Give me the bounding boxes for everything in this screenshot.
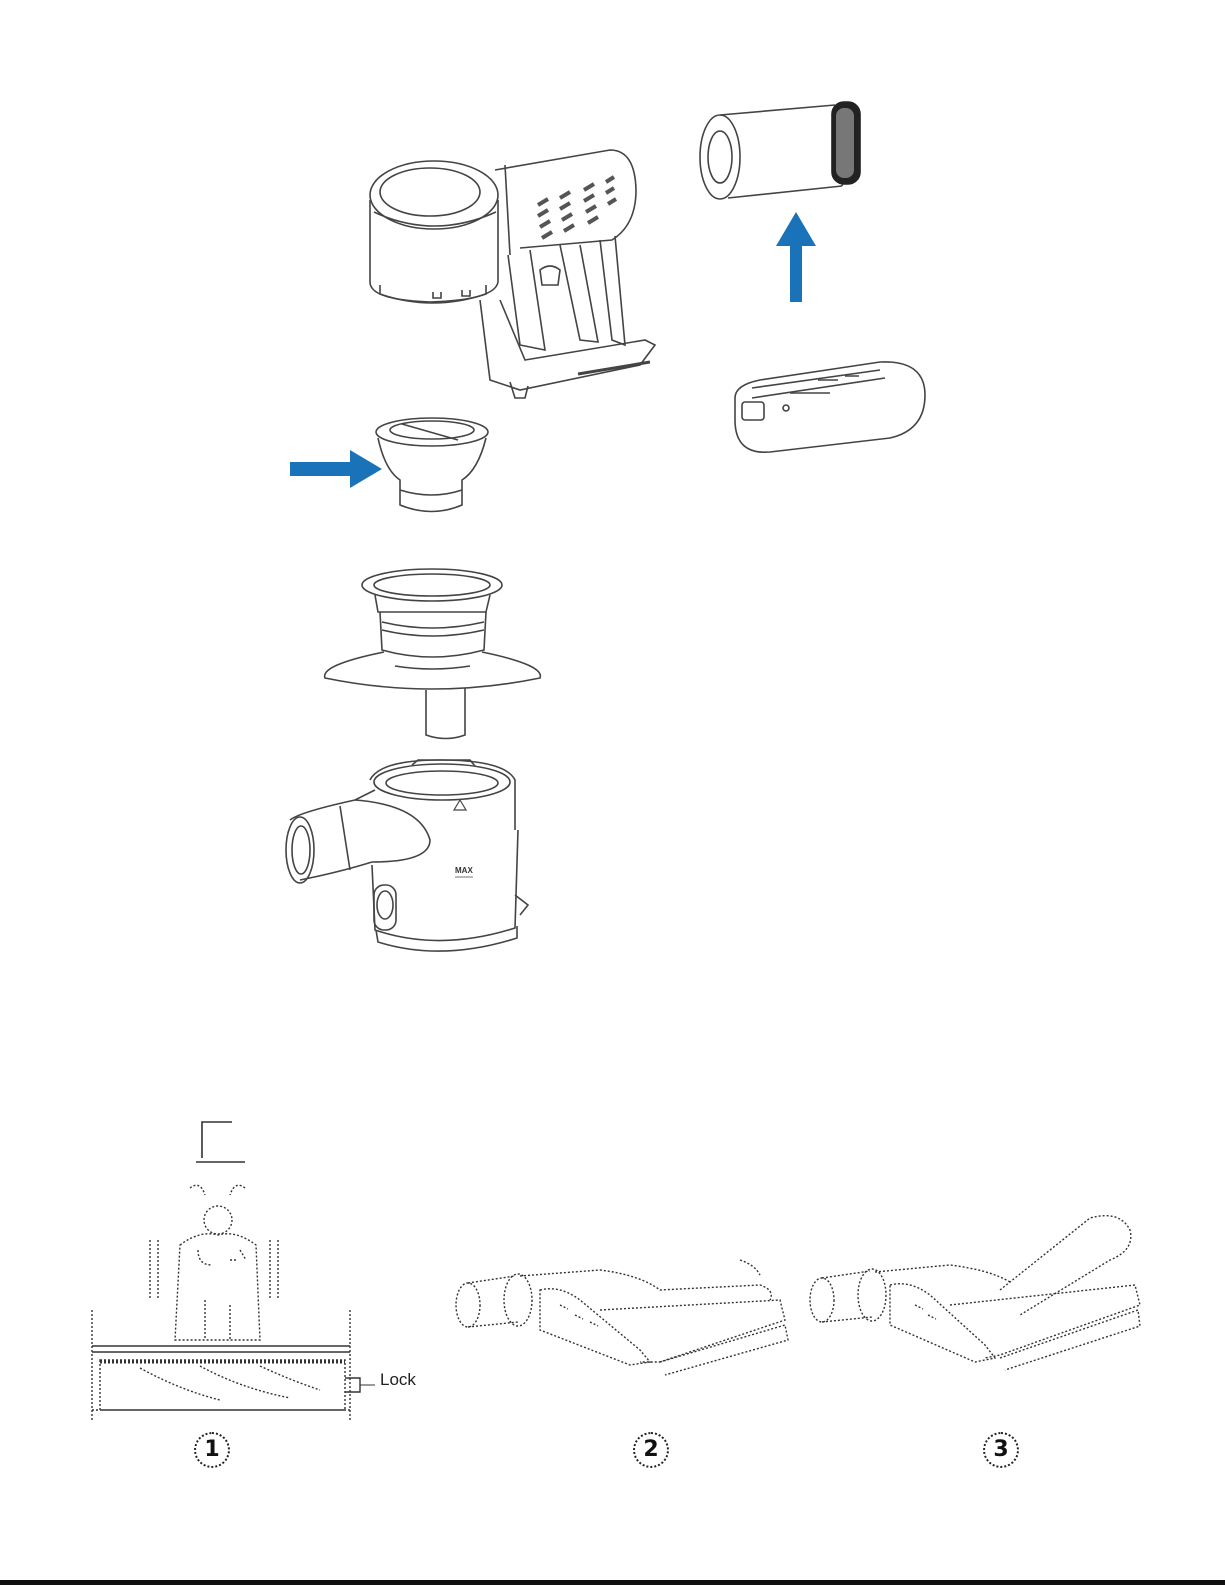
battery-pack-icon <box>735 362 925 452</box>
brush-head-side-view-step3-icon <box>810 1216 1140 1370</box>
arrow-up-icon <box>776 212 816 302</box>
page-bottom-rule <box>0 1580 1225 1585</box>
dust-bin-icon: MAX <box>286 760 528 951</box>
cone-filter-icon <box>376 418 488 512</box>
cyclone-filter-icon <box>325 569 541 739</box>
vacuum-main-body-icon <box>370 150 655 398</box>
step-number-1: 1 <box>194 1432 230 1468</box>
brush-head-side-view-step2-icon <box>456 1260 788 1375</box>
step-number-3: 3 <box>983 1432 1019 1468</box>
step-number-2: 2 <box>633 1432 669 1468</box>
max-fill-mark: MAX <box>455 866 473 875</box>
lock-label: Lock <box>380 1370 416 1390</box>
exploded-view-figure: MAX <box>0 0 1225 1000</box>
hepa-filter-icon <box>700 102 860 199</box>
brush-head-steps-figure <box>0 1100 1225 1440</box>
brush-head-front-view-icon <box>92 1122 375 1420</box>
arrow-right-icon <box>290 450 382 488</box>
